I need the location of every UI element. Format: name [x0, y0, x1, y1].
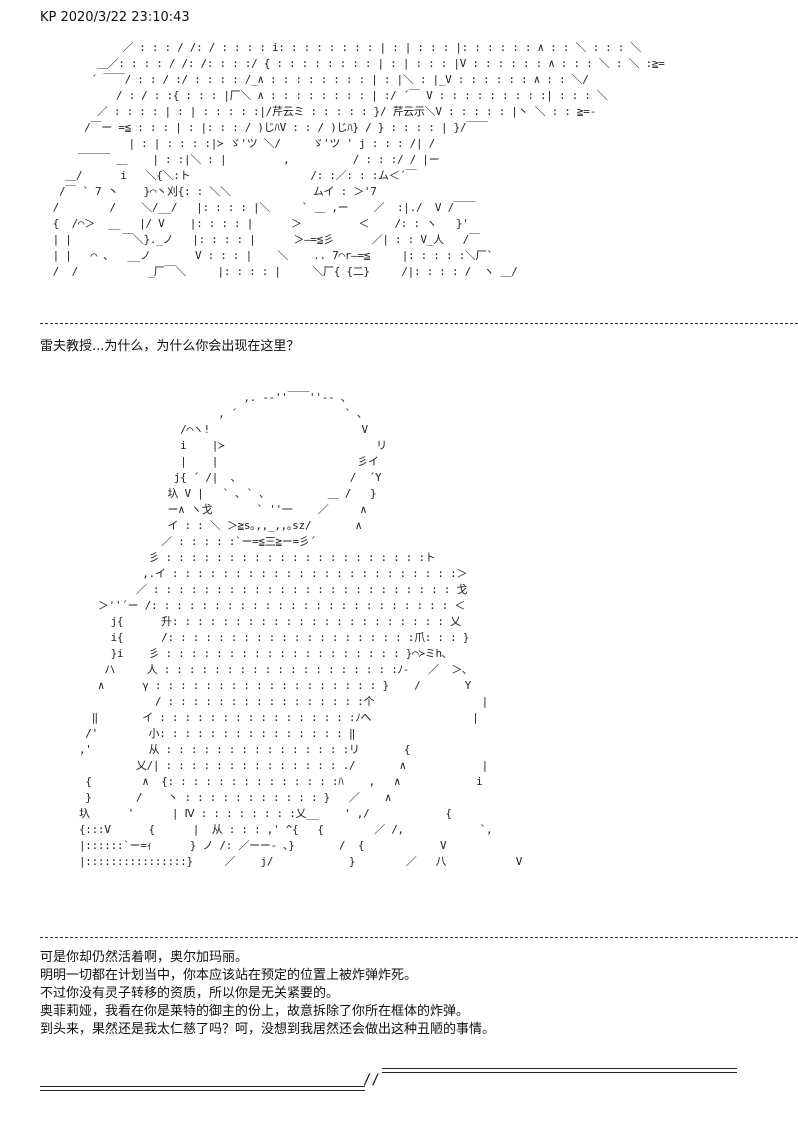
speech-bubble-bottom-edge — [40, 1086, 365, 1091]
ascii-art-scene-2: ,. -‐''￣￣''‐- 、 , ´ ` ､ /⌒ヽ! V i |≻ リ | … — [78, 391, 523, 868]
speech-bubble-top-edge — [382, 1068, 737, 1073]
narration-line: 明明一切都在计划当中，你本应该站在预定的位置上被炸弹炸死。 — [40, 968, 418, 983]
speech-line: 雷夫教授...为什么，为什么你会出现在这里？ — [40, 339, 300, 354]
ascii-art-scene-1: ／ : : : / /: / : : : : i: : : : : : : : … — [52, 41, 665, 278]
separator — [40, 323, 798, 324]
narration-line: 到头来，果然还是我太仁慈了吗？呵，没想到我居然还会做出这种丑陋的事情。 — [40, 1022, 496, 1037]
narration-line: 可是你却仍然活着啊，奥尔加玛丽。 — [40, 950, 249, 965]
narration-line: 不过你没有灵子转移的资质，所以你是无关紧要的。 — [40, 986, 340, 1001]
narration-line: 奥菲莉娅，我看在你是莱特的御主的份上，故意拆除了你所在框体的炸弹。 — [40, 1004, 470, 1019]
post-header: KP 2020/3/22 23:10:43 — [40, 10, 190, 25]
speech-bubble-tail: // — [363, 1072, 380, 1088]
separator — [40, 937, 798, 938]
